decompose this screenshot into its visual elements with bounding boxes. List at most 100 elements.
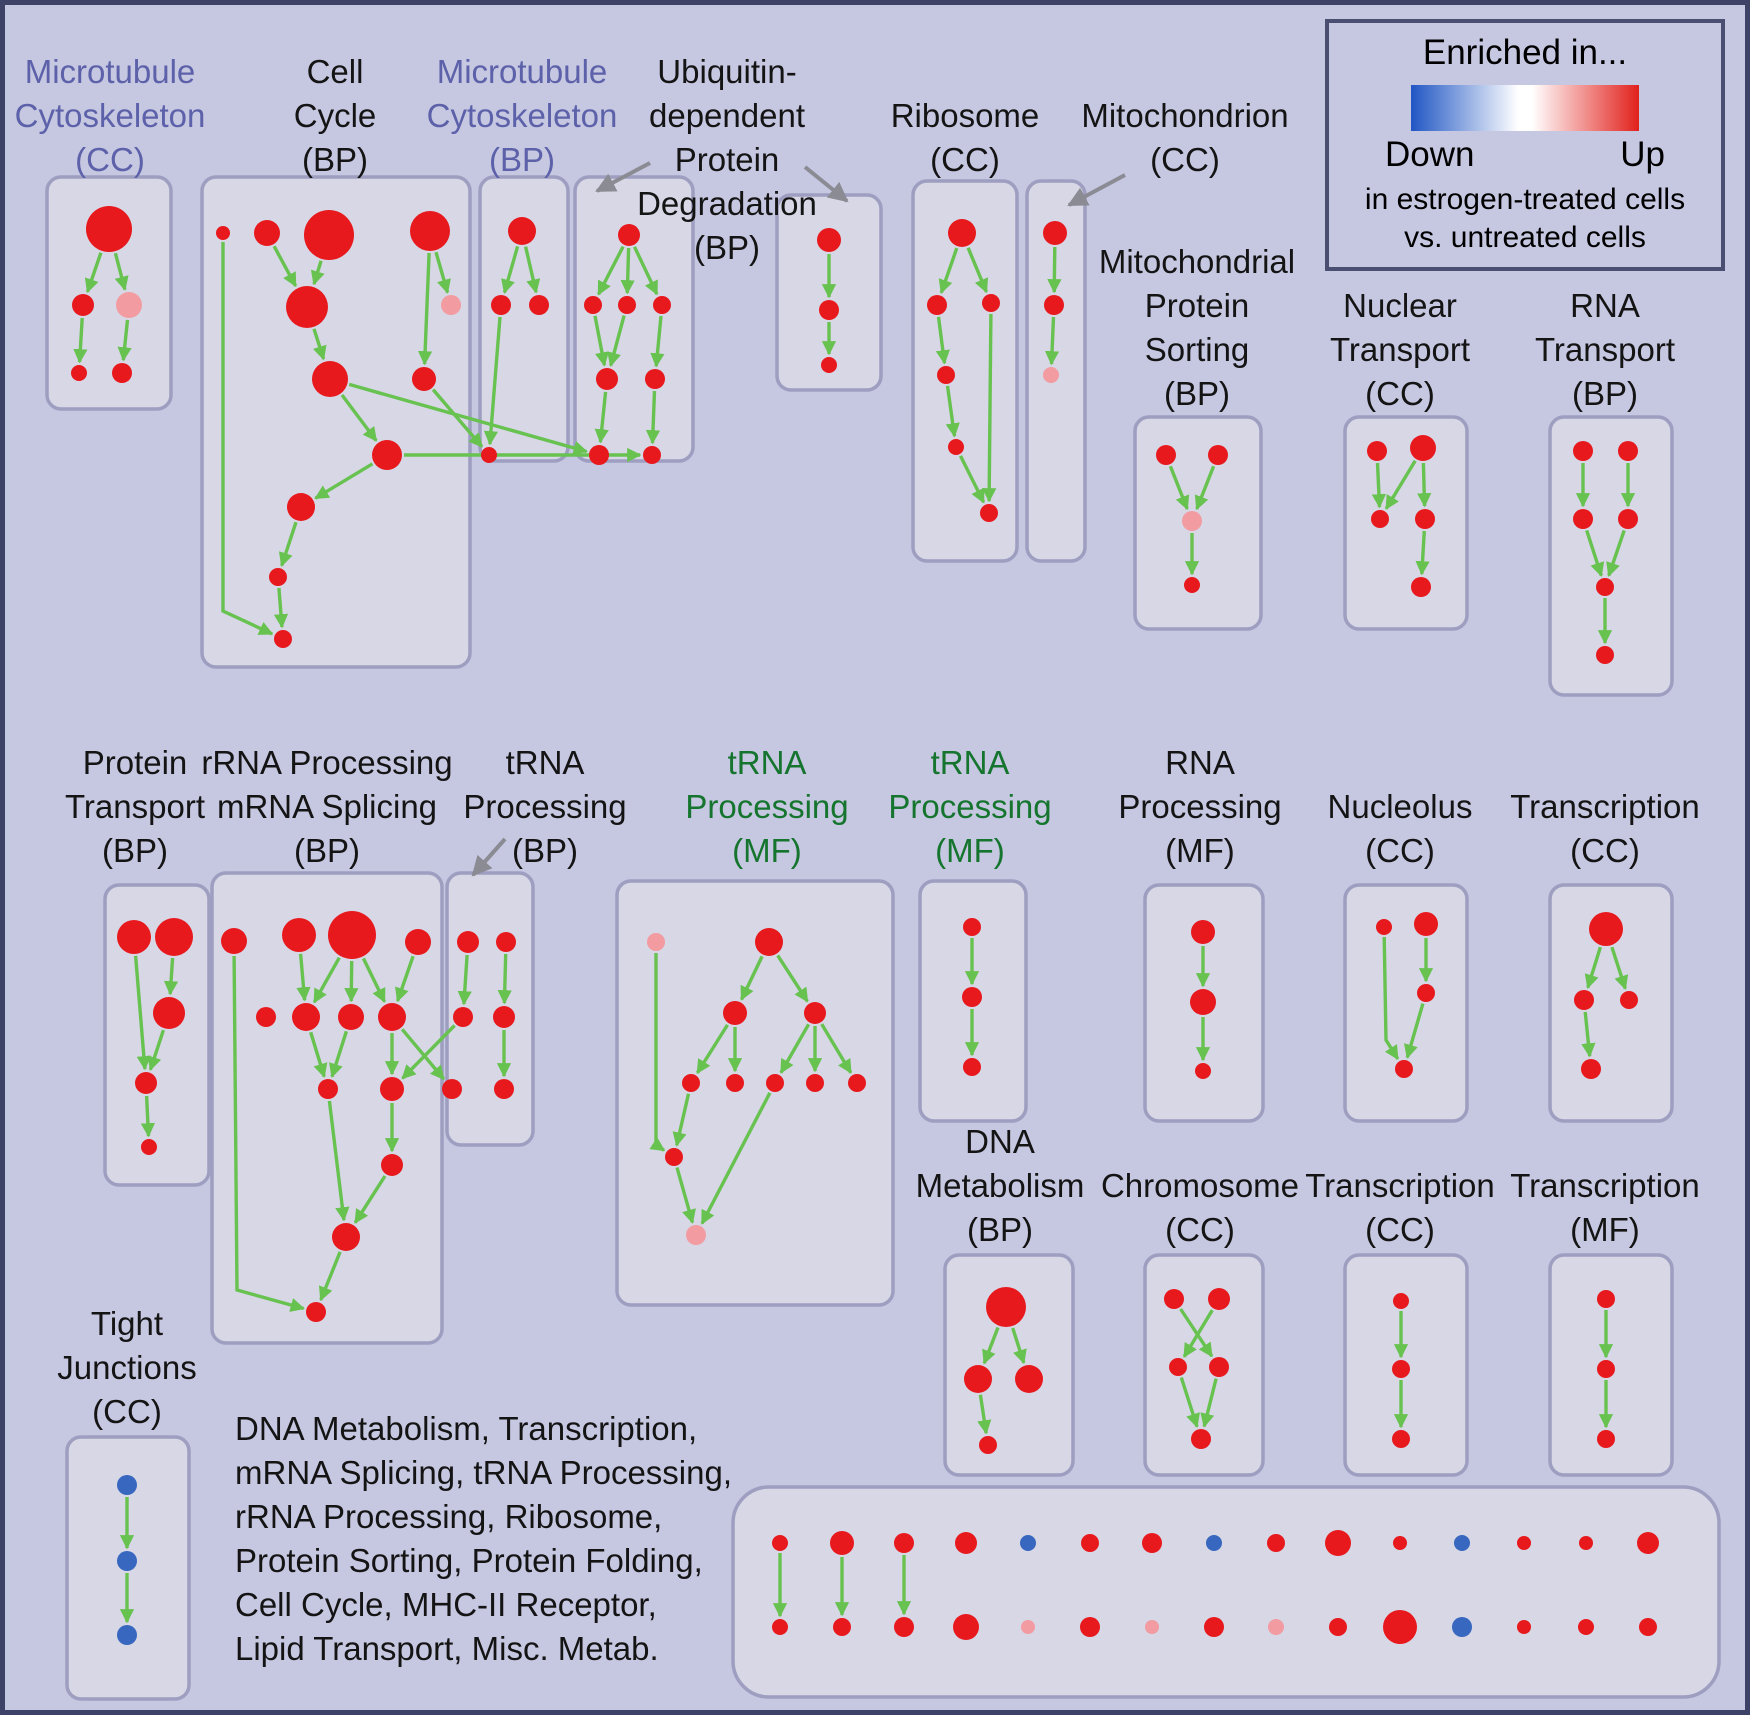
callout-arrow [803, 165, 849, 203]
gene-node [1578, 1619, 1594, 1635]
legend: Enriched in... Down Up in estrogen-treat… [1325, 19, 1725, 271]
gene-node [112, 363, 132, 383]
legend-subtitle-1: in estrogen-treated cells [1364, 183, 1686, 216]
edge-arrow [977, 1394, 992, 1435]
edge-arrow [163, 957, 179, 996]
gene-node [117, 920, 151, 954]
edge-arrow [620, 247, 635, 295]
edge-arrow [1585, 529, 1605, 577]
annotation-text: DNA Metabolism, Transcription,mRNA Splic… [235, 1410, 732, 1667]
gene-node [986, 1287, 1026, 1327]
edge-arrow [523, 246, 541, 294]
edge-arrow [434, 251, 451, 294]
gene-node [1184, 577, 1200, 593]
gene-node [1376, 919, 1392, 935]
edge-arrow [221, 242, 274, 636]
edge-arrow [232, 955, 305, 1312]
gene-node [1371, 510, 1389, 528]
gene-node [1020, 1535, 1036, 1551]
edge-arrow [593, 315, 610, 367]
gene-node [1414, 912, 1438, 936]
gene-node [937, 366, 955, 384]
gene-node [653, 296, 671, 314]
gene-node [806, 1074, 824, 1092]
gene-node [755, 928, 783, 956]
edge-arrow [700, 1092, 772, 1225]
gene-node [833, 1618, 851, 1636]
edge-arrow [1584, 946, 1603, 989]
gene-node [1596, 578, 1614, 596]
edge-arrow [140, 1095, 156, 1138]
gene-node [766, 1074, 784, 1092]
legend-up-label: Up [1620, 135, 1665, 174]
gene-node [312, 361, 348, 397]
gene-node [1393, 1293, 1409, 1309]
gene-node [589, 445, 609, 465]
edge-arrow [1371, 462, 1387, 509]
gene-node [1395, 1060, 1413, 1078]
gene-node [963, 918, 981, 936]
edge-arrow [340, 393, 378, 442]
gene-node [1596, 646, 1614, 664]
gene-node [457, 931, 479, 953]
edge-arrow [594, 391, 609, 444]
edge-arrow [1610, 946, 1629, 990]
gene-node [1267, 1534, 1285, 1552]
gene-node [1015, 1365, 1043, 1393]
gene-node [948, 219, 976, 247]
gene-node [1597, 1430, 1615, 1448]
gene-node [1597, 1360, 1615, 1378]
edge-arrow [649, 953, 666, 1152]
edge-arrow [361, 957, 387, 1003]
edge-arrow [1182, 1309, 1214, 1358]
gene-node [1191, 1429, 1211, 1449]
edge-arrow [1168, 465, 1190, 511]
edge-arrow [353, 1175, 387, 1224]
gene-node [1081, 1534, 1099, 1552]
gene-node [332, 1223, 360, 1251]
edge-arrow [1581, 1011, 1596, 1058]
gene-node [338, 1004, 364, 1030]
gene-node [1208, 445, 1228, 465]
cluster-box-misc-clusters [731, 1485, 1721, 1699]
gene-node [508, 217, 536, 245]
gene-node [1383, 1610, 1417, 1644]
edge-arrow [348, 382, 588, 455]
gene-node [1164, 1289, 1184, 1309]
edge-arrow [314, 462, 374, 500]
gene-node [955, 1532, 977, 1554]
gene-node [1452, 1617, 1472, 1637]
gene-node [1589, 912, 1623, 946]
gene-node [1411, 577, 1431, 597]
gene-node [304, 210, 354, 260]
legend-gradient-bar [1411, 85, 1639, 131]
gene-node [529, 295, 549, 315]
edge-arrow [344, 960, 359, 1003]
edge-arrow [1382, 936, 1400, 1061]
cluster-label-nucleolus: Nucleolus(CC) [1328, 788, 1473, 869]
gene-node [1573, 509, 1593, 529]
gene-node [982, 294, 1000, 312]
edge-arrow [820, 1023, 853, 1074]
edge-arrow [73, 317, 88, 364]
edge-arrow [431, 388, 484, 448]
gene-node [726, 1074, 744, 1092]
gene-node [378, 1003, 406, 1031]
gene-node [412, 367, 436, 391]
gene-node [381, 1154, 403, 1176]
gene-node [292, 1003, 320, 1031]
gene-node [596, 368, 618, 390]
edge-arrow [1200, 1378, 1218, 1428]
gene-node [1021, 1620, 1035, 1634]
gene-node [665, 1148, 683, 1166]
gene-node [819, 300, 839, 320]
edge-arrow [501, 245, 520, 294]
gene-node [135, 1072, 157, 1094]
edge-arrow [1417, 462, 1432, 508]
gene-node [1145, 1620, 1159, 1634]
edge-arrow [1179, 1308, 1214, 1358]
